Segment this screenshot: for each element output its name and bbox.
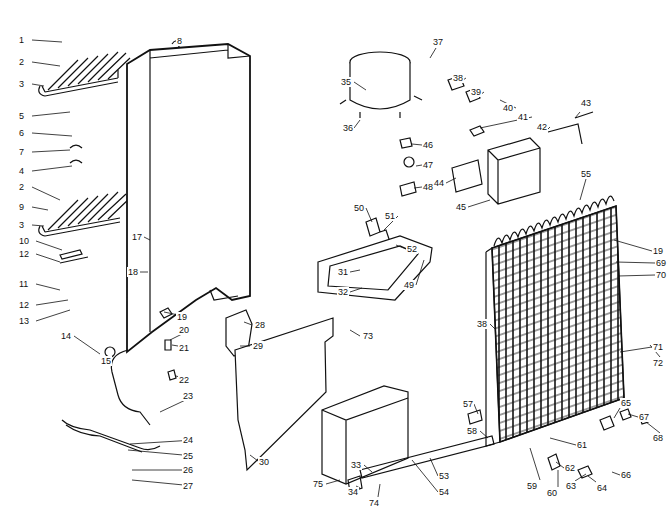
callout-number: 71 xyxy=(652,342,664,352)
callout-number: 37 xyxy=(432,37,444,47)
callout-number: 13 xyxy=(18,316,30,326)
callout-number: 3 xyxy=(18,220,25,230)
callout-number: 73 xyxy=(362,331,374,341)
callout-number: 22 xyxy=(178,375,190,385)
callout-number: 30 xyxy=(258,457,270,467)
callout-number: 50 xyxy=(353,203,365,213)
callout-number: 38 xyxy=(476,319,488,329)
callout-number: 24 xyxy=(182,435,194,445)
callout-number: 8 xyxy=(176,36,183,46)
callout-number: 2 xyxy=(18,182,25,192)
callout-number: 35 xyxy=(340,77,352,87)
callout-number: 40 xyxy=(502,103,514,113)
callout-number: 28 xyxy=(254,320,266,330)
callout-number: 29 xyxy=(252,341,264,351)
callout-number: 67 xyxy=(638,412,650,422)
callout-number: 20 xyxy=(178,325,190,335)
callout-number: 42 xyxy=(536,122,548,132)
callout-number: 63 xyxy=(565,481,577,491)
callout-number: 18 xyxy=(127,267,139,277)
callout-number: 51 xyxy=(384,211,396,221)
callout-number: 7 xyxy=(18,147,25,157)
callout-number: 60 xyxy=(546,488,558,498)
callout-number: 61 xyxy=(576,440,588,450)
callout-number: 70 xyxy=(655,270,667,280)
callout-number: 4 xyxy=(18,166,25,176)
callout-number: 47 xyxy=(422,160,434,170)
callout-number: 19 xyxy=(176,312,188,322)
callout-number: 11 xyxy=(18,279,29,289)
callout-number: 17 xyxy=(131,232,143,242)
callout-number: 46 xyxy=(422,140,434,150)
callout-number: 43 xyxy=(580,98,592,108)
callout-number: 62 xyxy=(564,463,576,473)
callout-number: 49 xyxy=(403,280,415,290)
callout-number: 31 xyxy=(337,267,349,277)
callout-number: 52 xyxy=(406,244,418,254)
callout-number: 34 xyxy=(347,487,359,497)
callout-number: 75 xyxy=(312,479,324,489)
callout-number: 41 xyxy=(517,112,529,122)
callout-number: 74 xyxy=(368,498,380,508)
callout-number: 58 xyxy=(466,426,478,436)
callout-number: 53 xyxy=(438,471,450,481)
callout-number: 32 xyxy=(337,287,349,297)
callout-number: 54 xyxy=(438,487,450,497)
callout-number: 19 xyxy=(652,246,664,256)
callout-number: 65 xyxy=(620,398,632,408)
callout-number: 69 xyxy=(655,258,667,268)
callout-number: 57 xyxy=(462,399,474,409)
callout-number: 33 xyxy=(350,460,362,470)
callout-number: 27 xyxy=(182,481,194,491)
callout-number: 12 xyxy=(18,300,30,310)
callout-number: 44 xyxy=(433,178,445,188)
callout-number: 21 xyxy=(178,343,190,353)
callout-number: 36 xyxy=(342,123,354,133)
callout-number: 12 xyxy=(18,249,30,259)
callout-number: 38 xyxy=(452,73,464,83)
callout-number: 10 xyxy=(18,236,30,246)
callout-number: 39 xyxy=(470,87,482,97)
callout-number: 14 xyxy=(60,331,72,341)
callout-number: 3 xyxy=(18,79,25,89)
callout-number: 72 xyxy=(652,358,664,368)
callout-number: 26 xyxy=(182,465,194,475)
callout-number: 15 xyxy=(100,356,112,366)
callout-number: 5 xyxy=(18,111,25,121)
callout-number: 59 xyxy=(526,481,538,491)
callout-number: 66 xyxy=(620,470,632,480)
callout-number: 6 xyxy=(18,128,25,138)
callout-number: 55 xyxy=(580,169,592,179)
callout-number: 2 xyxy=(18,57,25,67)
callout-number: 45 xyxy=(455,202,467,212)
callout-number: 23 xyxy=(182,391,194,401)
callout-number: 64 xyxy=(596,483,608,493)
callout-number: 1 xyxy=(18,35,25,45)
callout-number: 25 xyxy=(182,451,194,461)
callout-number: 9 xyxy=(18,202,25,212)
callout-number: 68 xyxy=(652,433,664,443)
